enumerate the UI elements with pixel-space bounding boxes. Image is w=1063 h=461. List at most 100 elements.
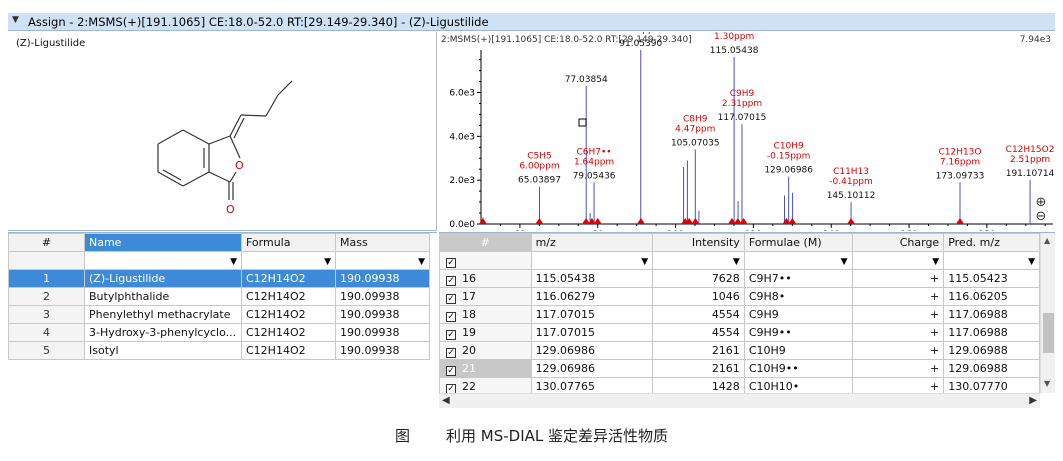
filter-charge[interactable]: ▼ [851, 251, 945, 270]
filter-icon[interactable]: ▼ [418, 257, 425, 267]
table-row[interactable]: ✓19 117.07015 4554 C9H9•• + 117.06988 [439, 323, 1040, 342]
compound-formula: C12H14O2 [241, 323, 336, 342]
filter-formulae[interactable]: ▼ [743, 251, 853, 270]
filter-icon[interactable]: ▼ [840, 257, 848, 267]
row-header[interactable]: ✓18 [439, 305, 532, 324]
compound-name[interactable]: Butylphthalide [84, 287, 242, 306]
table-row[interactable]: ✓20 129.06986 2161 C10H9 + 129.06988 [439, 341, 1040, 360]
row-header[interactable]: ✓21 [439, 359, 532, 378]
vertical-scrollbar[interactable]: ▲ ▼ [1040, 233, 1055, 393]
peak-mz-label: 129.06986 [764, 166, 813, 176]
peak-marker-icon [587, 218, 596, 224]
compound-name[interactable]: Phenylethyl methacrylate [84, 305, 242, 324]
ms-spectrum-chart[interactable]: 2:MSMS(+)[191.1065] CE:18.0-52.0 RT:[29.… [439, 32, 1055, 231]
filter-icon[interactable]: ▼ [932, 257, 940, 267]
col-header-mass[interactable]: Mass [335, 233, 430, 252]
peak-formula: C9H9•• [743, 323, 853, 342]
table-row[interactable]: ✓16 115.05438 7628 C9H7•• + 115.05423 [439, 269, 1040, 288]
peak-intensity: 4554 [652, 305, 745, 324]
col-header-pred-mz[interactable]: Pred. m/z [943, 233, 1040, 252]
filter-mz[interactable]: ▼ [530, 251, 654, 270]
peak-formula-label: C8H9 [683, 114, 708, 124]
filter-icon[interactable]: ▼ [230, 257, 237, 267]
col-header-formulae[interactable]: Formulae (M) [743, 233, 853, 252]
table-row[interactable]: 5 Isotyl C12H14O2 190.09938 [8, 341, 430, 360]
peak-marker-icon [782, 218, 791, 224]
carbonyl-oxygen-label: O [226, 203, 235, 216]
scrollbar-thumb[interactable] [1043, 313, 1054, 353]
row-checkbox[interactable]: ✓ [446, 311, 456, 322]
peak-marker-icon [685, 218, 694, 224]
table-row[interactable]: ✓17 116.06279 1046 C9H8• + 116.06205 [439, 287, 1040, 306]
figure-caption: 图利用 MS-DIAL 鉴定差异活性物质 [0, 425, 1063, 446]
peak-marker-icon [847, 218, 856, 224]
peak-formula: C9H9 [743, 305, 853, 324]
filter-icon[interactable]: ▼ [732, 257, 740, 267]
filter-pred-mz[interactable]: ▼ [943, 251, 1040, 270]
filter-row-header [8, 251, 85, 270]
compound-name[interactable]: 3-Hydroxy-3-phenylcyclo... [84, 323, 242, 342]
row-checkbox[interactable]: ✓ [446, 347, 456, 358]
scroll-right-icon[interactable]: ▶ [1029, 395, 1037, 406]
row-header[interactable]: ✓17 [439, 287, 532, 306]
filter-icon[interactable]: ▼ [641, 257, 649, 267]
scroll-up-icon[interactable]: ▲ [1044, 236, 1051, 245]
table-row[interactable]: 4 3-Hydroxy-3-phenylcyclo... C12H14O2 19… [8, 323, 430, 342]
table-row[interactable]: 1 (Z)-Ligustilide C12H14O2 190.09938 [8, 269, 430, 288]
row-checkbox[interactable]: ✓ [446, 275, 456, 286]
table-row[interactable]: ✓21 129.06986 2161 C10H9•• + 129.06988 [439, 359, 1040, 378]
col-header-intensity[interactable]: Intensity [652, 233, 745, 252]
peak-ppm-label: -0.41ppm [829, 177, 872, 187]
row-index: 4 [8, 323, 85, 342]
peak-ppm-label: 1.64ppm [574, 157, 614, 167]
peak-mz-label: 117.07015 [718, 113, 767, 123]
col-header-index[interactable]: # [8, 233, 85, 252]
scroll-left-icon[interactable]: ◀ [442, 395, 450, 406]
filter-icon[interactable]: ▼ [324, 257, 331, 267]
peak-marker-icon [956, 218, 965, 224]
table-row[interactable]: ✓22 130.07765 1428 C10H10• + 130.07770 [439, 377, 1040, 393]
col-header-charge[interactable]: Charge [851, 233, 945, 252]
row-index: 19 [462, 325, 476, 339]
peak-charge: + [851, 305, 945, 324]
select-all-cell[interactable]: ✓ [439, 251, 532, 270]
filter-icon[interactable]: ▼ [1028, 257, 1035, 267]
row-checkbox[interactable]: ✓ [446, 365, 456, 376]
filter-mass[interactable]: ▼ [335, 251, 430, 270]
row-header[interactable]: ✓16 [439, 269, 532, 288]
compound-table-panel: # Name Formula Mass ▼ ▼ ▼ 1 (Z)-Ligustil… [8, 232, 437, 408]
scroll-down-icon[interactable]: ▼ [1044, 379, 1051, 388]
table-row[interactable]: 3 Phenylethyl methacrylate C12H14O2 190.… [8, 305, 430, 324]
horizontal-scrollbar[interactable]: ◀ ▶ [439, 393, 1040, 408]
row-checkbox[interactable]: ✓ [446, 329, 456, 340]
col-header-formula[interactable]: Formula [241, 233, 336, 252]
compound-name[interactable]: Isotyl [84, 341, 242, 360]
zoom-in-icon[interactable]: ⊕ [1036, 195, 1047, 210]
peak-ppm-label: 2.51ppm [1010, 155, 1050, 165]
col-header-mz[interactable]: m/z [530, 233, 654, 252]
table-row[interactable]: ✓18 117.07015 4554 C9H9 + 117.06988 [439, 305, 1040, 324]
zoom-out-icon[interactable]: ⊖ [1036, 209, 1047, 224]
spectrum-panel: 2:MSMS(+)[191.1065] CE:18.0-52.0 RT:[29.… [439, 32, 1055, 231]
row-checkbox[interactable]: ✓ [446, 293, 456, 304]
row-header[interactable]: ✓ 19 [439, 323, 532, 342]
filter-name[interactable]: ▼ [84, 251, 242, 270]
filter-intensity[interactable]: ▼ [652, 251, 745, 270]
row-header[interactable]: ✓20 [439, 341, 532, 360]
compound-mass: 190.09938 [335, 341, 430, 360]
peak-mz-label: 145.10112 [827, 191, 876, 201]
row-header[interactable]: ✓22 [439, 377, 532, 393]
filter-formula[interactable]: ▼ [241, 251, 336, 270]
peak-ppm-label: 6.00ppm [519, 162, 559, 172]
peak-formula: C10H9•• [743, 359, 853, 378]
col-header-index[interactable]: # [439, 233, 532, 252]
peak-selection-box[interactable] [578, 118, 587, 127]
col-header-name[interactable]: Name [84, 233, 242, 252]
collapse-icon[interactable]: ▼ [12, 15, 19, 25]
compound-name[interactable]: (Z)-Ligustilide [84, 269, 242, 288]
table-row[interactable]: 2 Butylphthalide C12H14O2 190.09938 [8, 287, 430, 306]
row-checkbox[interactable]: ✓ [446, 383, 456, 393]
y-tick-label: 4.0e3 [449, 132, 475, 142]
select-all-checkbox[interactable]: ✓ [446, 257, 456, 268]
peak-intensity: 7628 [652, 269, 745, 288]
